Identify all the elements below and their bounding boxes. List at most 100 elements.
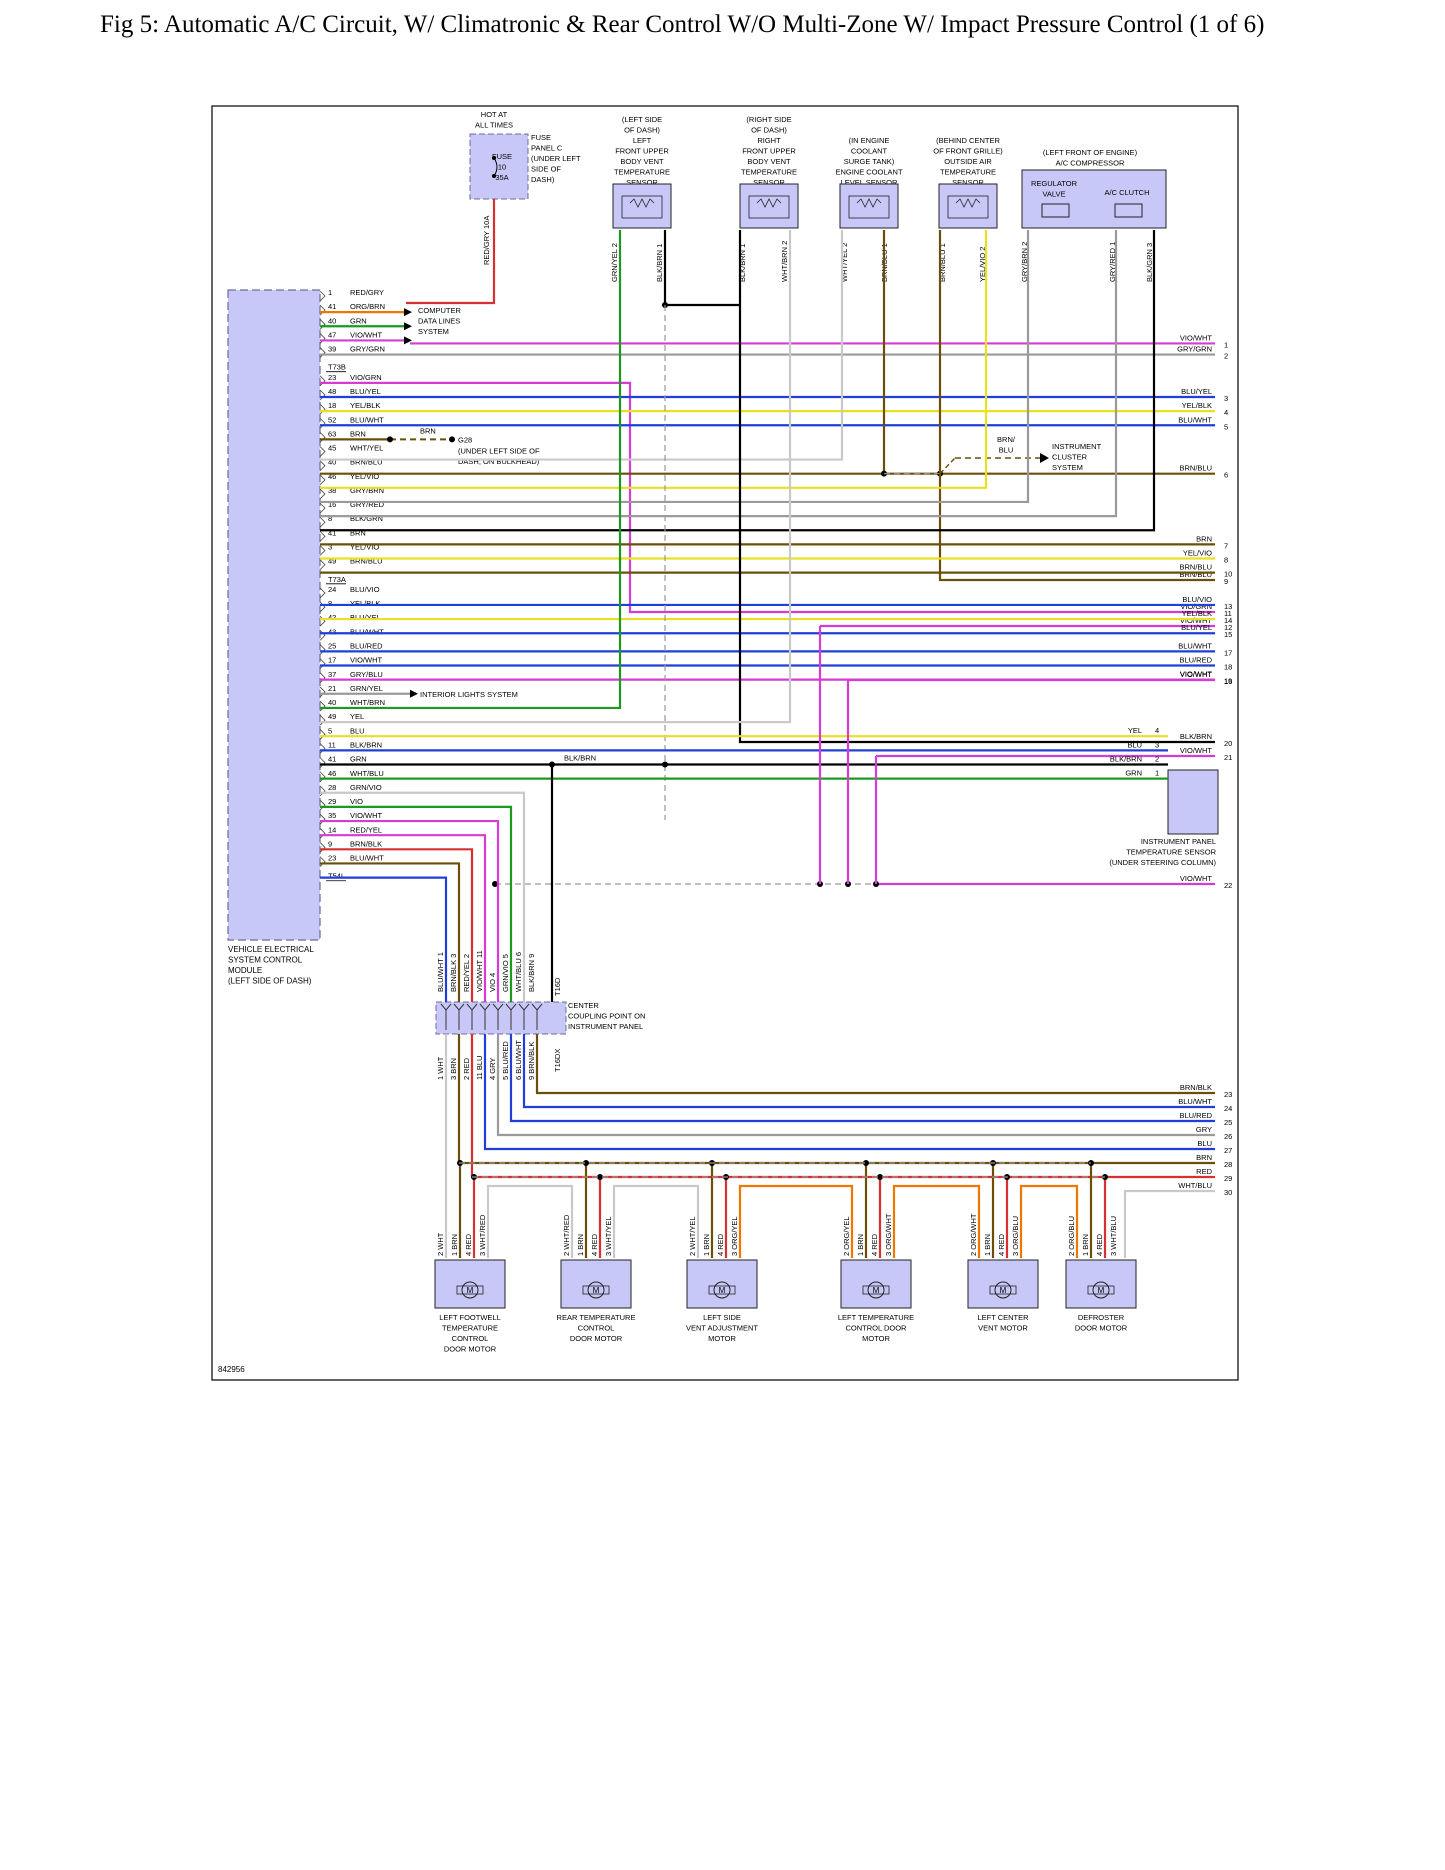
motor-wire-label: 2 ORG/YEL xyxy=(842,1216,851,1256)
module-wire-label: WHT/BRN xyxy=(350,698,385,707)
module-box xyxy=(227,289,321,941)
bus-reference: 27 xyxy=(1224,1146,1232,1155)
module-pin-number: 14 xyxy=(328,825,336,834)
thermistor-icon xyxy=(856,198,882,208)
motor-shaft xyxy=(456,1285,484,1295)
wire-blk-brn-sensor xyxy=(663,230,740,307)
sensor-name: (IN ENGINE xyxy=(849,136,890,145)
compressor-box xyxy=(1021,169,1167,229)
page-title: Fig 5: Automatic A/C Circuit, W/ Climatr… xyxy=(100,11,1265,38)
wire-gry-red xyxy=(320,230,1118,518)
module-pin-number: 8 xyxy=(328,514,332,523)
module-wire-label: VIO/WHT xyxy=(350,330,382,339)
pin-chevron xyxy=(319,417,326,429)
arrow-icon xyxy=(1040,453,1049,463)
coupling-bottom-label: 9 BRN/BLK xyxy=(527,1042,536,1080)
thermistor-frame xyxy=(621,195,663,219)
panel-sensor-name: (UNDER STEERING COLUMN) xyxy=(1109,858,1216,867)
motor-name: LEFT FOOTWELL xyxy=(439,1313,501,1322)
sensor-box xyxy=(739,183,799,229)
right-wire-label: BLU/YEL xyxy=(1181,387,1212,396)
module-pin-number: 21 xyxy=(328,684,336,693)
coupling-box xyxy=(435,1001,567,1035)
motor-wire-label: 4 RED xyxy=(464,1233,473,1256)
cluster-callout: INSTRUMENT xyxy=(1052,442,1102,451)
module-wire-label: YEL/VIO xyxy=(350,472,379,481)
bus-reference: 28 xyxy=(1224,1160,1232,1169)
motor-name: DOOR MOTOR xyxy=(444,1345,497,1354)
wire-bus-wht-blu xyxy=(1123,1189,1215,1258)
right-wire-label: YEL/BLK xyxy=(1182,609,1212,618)
pin-chevron xyxy=(319,729,326,740)
panel-sensor-wire-label: YEL xyxy=(1128,726,1142,735)
wire-coupling-in xyxy=(320,819,500,1002)
pin-chevron xyxy=(319,432,326,443)
splice-dot xyxy=(863,1160,869,1166)
bus-wire-label: GRY xyxy=(1196,1125,1212,1134)
module-pin-number: 37 xyxy=(328,670,336,679)
arrow-icon xyxy=(404,336,412,345)
coupling-top-label: BRN/BLK 3 xyxy=(449,954,458,992)
ground-location: (UNDER LEFT SIDE OF xyxy=(458,446,540,455)
module-name: SYSTEM CONTROL xyxy=(228,956,303,965)
cluster-wire-label: BRN/ xyxy=(997,435,1016,444)
module-wire-label: YEL/BLK xyxy=(350,401,380,410)
motor-shaft xyxy=(989,1285,1017,1295)
data-lines-callout: SYSTEM xyxy=(418,327,449,336)
bus-reference: 29 xyxy=(1224,1174,1232,1183)
motor-name: LEFT SIDE xyxy=(703,1313,741,1322)
motor-wire-label: 1 BRN xyxy=(702,1234,711,1256)
right-wire-label: GRY/GRN xyxy=(1177,345,1212,354)
motor-box xyxy=(967,1259,1039,1309)
bus-wire-label: WHT/BLU xyxy=(1178,1181,1212,1190)
module-wire-label: GRY/GRN xyxy=(350,345,385,354)
module-pin-number: 47 xyxy=(328,330,336,339)
sensor-name: TEMPERATURE xyxy=(741,168,797,177)
module-wire-label: VIO/GRN xyxy=(350,373,382,382)
regulator-valve-label: VALVE xyxy=(1042,190,1065,199)
module-pin-number: 5 xyxy=(328,726,332,735)
motor-wire-label: 1 BRN xyxy=(983,1234,992,1256)
motor-symbol: M xyxy=(1098,1286,1105,1295)
ac-clutch-label: A/C CLUTCH xyxy=(1104,188,1149,197)
right-wire-label: YEL/VIO xyxy=(1183,549,1212,558)
pin-chevron xyxy=(319,630,326,641)
wire-motor-link xyxy=(1019,1184,1079,1258)
fuse-hot-label: ALL TIMES xyxy=(475,121,513,130)
module-wire-label: BRN/BLU xyxy=(350,557,383,566)
motor-wire-label: 1 BRN xyxy=(1081,1234,1090,1256)
module-wire-label: WHT/YEL xyxy=(350,444,383,453)
module-pin-number: 17 xyxy=(328,656,336,665)
bus-wire-label: BLU/RED xyxy=(1179,1111,1212,1120)
right-wire-label: BRN/BLU xyxy=(1179,464,1212,473)
bus-reference: 26 xyxy=(1224,1132,1232,1141)
panel-sensor-name: TEMPERATURE SENSOR xyxy=(1126,848,1216,857)
pin-chevron xyxy=(319,474,326,486)
splice-dot xyxy=(449,436,455,443)
motor-name: TEMPERATURE xyxy=(442,1324,498,1333)
module-pin-number: 39 xyxy=(328,345,336,354)
wire-reference: 14 xyxy=(1224,616,1232,625)
pin-chevron xyxy=(319,389,326,401)
module-pin-number: 23 xyxy=(328,373,336,382)
wire-red-gry xyxy=(406,199,496,305)
sensor-name: FRONT UPPER xyxy=(742,147,796,156)
fuse-hot-label: HOT AT xyxy=(481,110,508,119)
wire-reference: 15 xyxy=(1224,630,1232,639)
motor-wire-label: 3 WHT/RED xyxy=(478,1214,487,1256)
motor-symbol: M xyxy=(719,1286,726,1295)
cluster-callout: SYSTEM xyxy=(1052,463,1083,472)
motor-icon xyxy=(713,1281,731,1299)
module-wire-label: BRN xyxy=(350,528,366,537)
sensor-name: SENSOR xyxy=(753,178,785,187)
bus-reference: 30 xyxy=(1224,1188,1232,1197)
module-wire-label: BLK/BRN xyxy=(350,740,382,749)
sensor-wire-label: WHT/YEL 2 xyxy=(840,243,849,282)
coupling-top-label: WHT/BLU 6 xyxy=(514,952,523,992)
splice-dot xyxy=(492,881,498,887)
splice-dot xyxy=(662,761,668,768)
coupling-bottom-connector: T16DX xyxy=(553,1049,562,1072)
wire-reference: 9 xyxy=(1224,577,1228,586)
right-wire-label: VIO/WHT xyxy=(1180,874,1212,883)
coupling-top-label: VIO 4 xyxy=(488,973,497,992)
